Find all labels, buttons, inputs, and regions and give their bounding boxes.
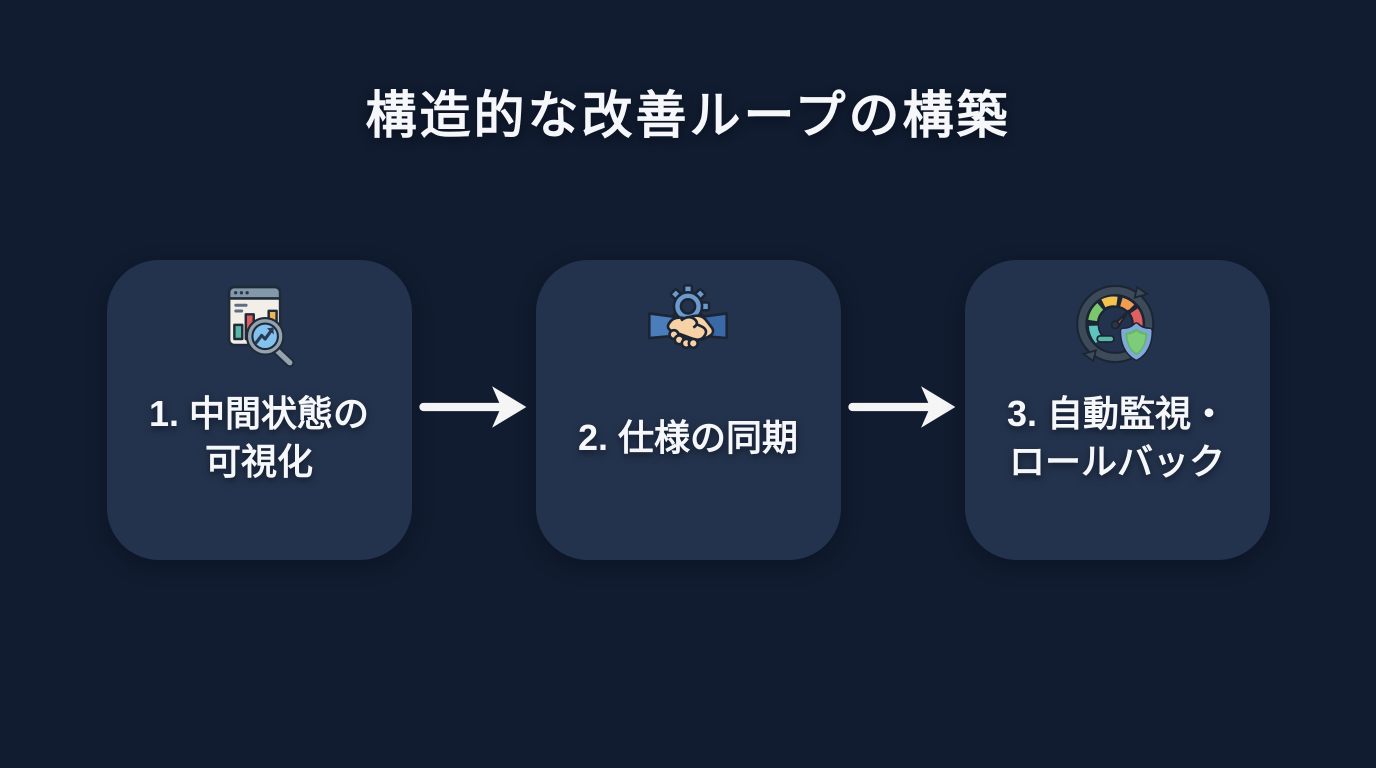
flow-diagram: 1. 中間状態の 可視化 [0, 260, 1376, 560]
step-label-1-line-1: 1. 中間状態の [148, 393, 370, 435]
step-card-1: 1. 中間状態の 可視化 [106, 260, 412, 560]
step-card-3: 3. 自動監視・ ロールバック [964, 260, 1270, 560]
flow-arrow-1 [412, 377, 536, 437]
chart-magnifier-icon [215, 280, 303, 368]
step-label-2-line-1: 2. 仕様の同期 [577, 417, 799, 459]
handshake-gear-icon [644, 280, 732, 368]
right-arrow-icon [847, 386, 955, 428]
right-arrow-icon [418, 386, 526, 428]
step-label-1: 1. 中間状態の 可視化 [149, 378, 369, 498]
step-label-3-line-2: ロールバック [1008, 441, 1225, 482]
step-label-3: 3. 自動監視・ ロールバック [1007, 378, 1227, 498]
gauge-shield-icon [1073, 280, 1161, 368]
step-card-2: 2. 仕様の同期 [535, 260, 841, 560]
flow-arrow-2 [841, 377, 965, 437]
step-label-2: 2. 仕様の同期 [578, 378, 798, 498]
step-label-1-line-2: 可視化 [204, 441, 313, 482]
step-label-3-line-1: 3. 自動監視・ [1006, 393, 1228, 435]
page-title: 構造的な改善ループの構築 [365, 87, 1011, 144]
